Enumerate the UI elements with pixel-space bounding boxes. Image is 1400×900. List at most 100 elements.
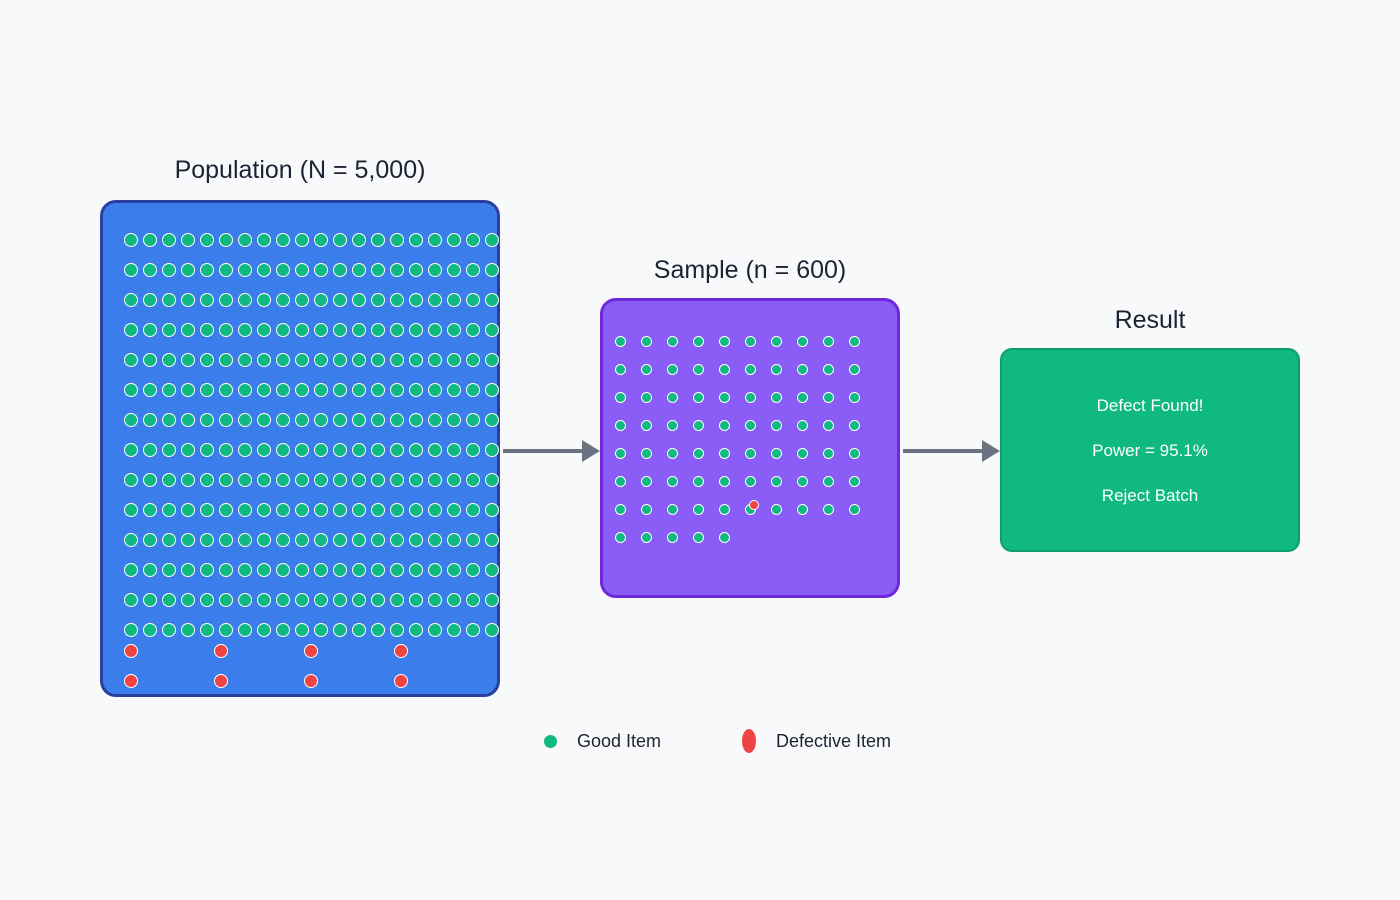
population-good-item bbox=[466, 293, 480, 307]
sample-good-item bbox=[744, 363, 756, 375]
population-good-item bbox=[371, 233, 385, 247]
population-good-item bbox=[428, 443, 442, 457]
population-good-item bbox=[390, 353, 404, 367]
population-good-item bbox=[485, 503, 499, 517]
population-good-item bbox=[181, 443, 195, 457]
sample-good-item bbox=[796, 419, 808, 431]
population-good-item bbox=[466, 443, 480, 457]
sample-good-item bbox=[692, 447, 704, 459]
population-good-item bbox=[238, 263, 252, 277]
population-good-item bbox=[238, 563, 252, 577]
population-good-item bbox=[485, 623, 499, 637]
sample-defective-item bbox=[749, 500, 759, 510]
population-good-item bbox=[485, 413, 499, 427]
population-good-item bbox=[333, 233, 347, 247]
population-good-item bbox=[390, 533, 404, 547]
sample-good-item bbox=[640, 335, 652, 347]
population-good-item bbox=[257, 503, 271, 517]
defective-item-icon bbox=[742, 729, 756, 753]
population-good-item bbox=[143, 473, 157, 487]
sample-good-item bbox=[848, 335, 860, 347]
population-good-item bbox=[162, 383, 176, 397]
population-good-item bbox=[124, 263, 138, 277]
population-good-item bbox=[466, 353, 480, 367]
population-good-item bbox=[352, 443, 366, 457]
sample-good-item bbox=[848, 475, 860, 487]
sample-good-item bbox=[796, 391, 808, 403]
population-defective-item bbox=[214, 674, 228, 688]
population-good-item bbox=[295, 623, 309, 637]
population-good-item bbox=[219, 563, 233, 577]
sample-title: Sample (n = 600) bbox=[653, 256, 847, 284]
population-good-item bbox=[257, 593, 271, 607]
population-good-item bbox=[295, 263, 309, 277]
sample-good-item bbox=[666, 475, 678, 487]
population-good-item bbox=[276, 593, 290, 607]
population-good-item bbox=[162, 473, 176, 487]
sample-good-item bbox=[614, 363, 626, 375]
population-good-item bbox=[428, 233, 442, 247]
population-good-item bbox=[238, 443, 252, 457]
population-good-item bbox=[162, 533, 176, 547]
population-good-item bbox=[314, 323, 328, 337]
population-good-item bbox=[466, 503, 480, 517]
sample-good-item bbox=[640, 363, 652, 375]
population-good-item bbox=[238, 623, 252, 637]
population-good-item bbox=[124, 233, 138, 247]
population-good-item bbox=[257, 413, 271, 427]
population-good-item bbox=[485, 593, 499, 607]
population-good-item bbox=[409, 413, 423, 427]
population-good-item bbox=[333, 563, 347, 577]
population-good-item bbox=[162, 503, 176, 517]
population-good-item bbox=[447, 353, 461, 367]
population-good-item bbox=[257, 293, 271, 307]
population-good-item bbox=[295, 473, 309, 487]
population-good-item bbox=[295, 323, 309, 337]
population-good-item bbox=[238, 293, 252, 307]
population-good-item bbox=[238, 233, 252, 247]
population-title: Population (N = 5,000) bbox=[174, 156, 426, 184]
population-good-item bbox=[333, 413, 347, 427]
population-good-item bbox=[143, 563, 157, 577]
population-good-item bbox=[428, 383, 442, 397]
population-good-item bbox=[409, 263, 423, 277]
sample-good-item bbox=[692, 531, 704, 543]
population-good-item bbox=[124, 503, 138, 517]
sample-good-item bbox=[614, 335, 626, 347]
sample-good-item bbox=[770, 419, 782, 431]
population-good-item bbox=[314, 533, 328, 547]
population-good-item bbox=[352, 503, 366, 517]
population-good-item bbox=[162, 323, 176, 337]
population-good-item bbox=[333, 623, 347, 637]
population-good-item bbox=[200, 593, 214, 607]
sample-good-item bbox=[640, 419, 652, 431]
population-good-item bbox=[238, 383, 252, 397]
population-defective-item bbox=[394, 674, 408, 688]
sample-good-item bbox=[666, 503, 678, 515]
sample-good-item bbox=[822, 335, 834, 347]
population-good-item bbox=[352, 383, 366, 397]
population-good-item bbox=[428, 353, 442, 367]
sample-good-item bbox=[822, 503, 834, 515]
legend-label-good: Good Item bbox=[577, 731, 662, 751]
sample-good-item bbox=[718, 335, 730, 347]
population-good-item bbox=[219, 533, 233, 547]
sample-good-item bbox=[796, 503, 808, 515]
sample-good-item bbox=[718, 447, 730, 459]
population-good-item bbox=[390, 473, 404, 487]
population-good-item bbox=[485, 263, 499, 277]
population-good-item bbox=[409, 353, 423, 367]
population-good-item bbox=[219, 323, 233, 337]
population-good-item bbox=[200, 563, 214, 577]
population-good-item bbox=[447, 533, 461, 547]
sample-good-item bbox=[692, 363, 704, 375]
population-good-item bbox=[333, 473, 347, 487]
population-good-item bbox=[390, 443, 404, 457]
population-good-item bbox=[352, 353, 366, 367]
population-good-item bbox=[219, 443, 233, 457]
population-good-item bbox=[143, 503, 157, 517]
arrow-line bbox=[503, 449, 583, 453]
population-good-item bbox=[447, 503, 461, 517]
population-good-item bbox=[314, 563, 328, 577]
